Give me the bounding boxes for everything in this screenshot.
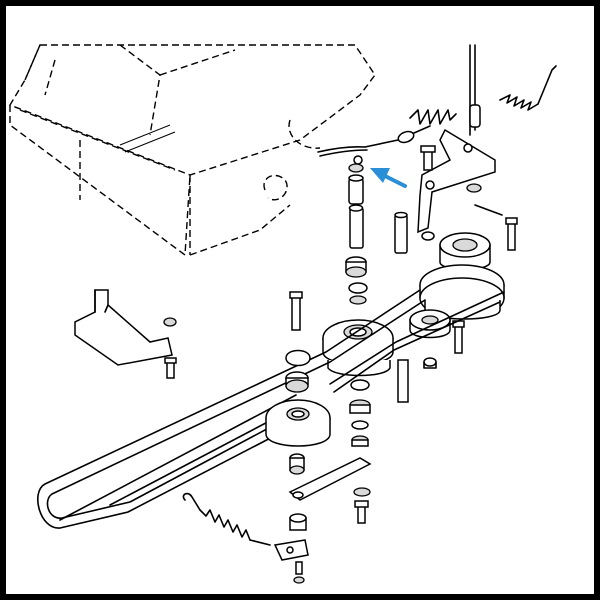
tension-spring-assembly <box>182 492 309 584</box>
idler-shaft-stack <box>345 163 408 305</box>
pulley-bolt-stack <box>285 291 409 403</box>
right-washer-stack <box>349 379 371 447</box>
engine-housing <box>8 44 376 257</box>
mower-deck-bracket <box>74 289 177 379</box>
blue-pointer-arrow <box>370 168 407 188</box>
engine-drive-pulley <box>419 232 505 320</box>
clutch-cable <box>317 125 431 165</box>
lower-idler-pulley <box>265 399 331 447</box>
idler-bracket-assembly <box>409 44 557 251</box>
flat-idler-pulley <box>409 309 465 369</box>
idler-link-arm <box>288 453 372 531</box>
